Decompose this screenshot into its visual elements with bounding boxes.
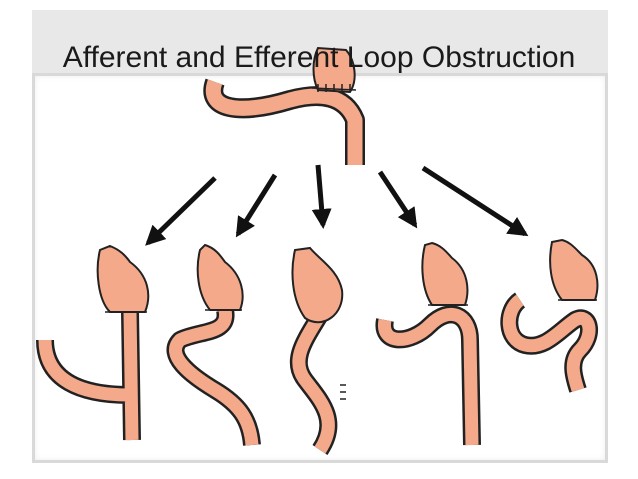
arrow-5	[421, 165, 529, 237]
variant-2	[166, 243, 261, 447]
arrow-1	[145, 176, 217, 246]
page-title: Afferent and Efferent Loop Obstruction	[62, 41, 576, 74]
variant-3	[289, 246, 346, 455]
variant-5	[500, 238, 599, 393]
arrow-4	[377, 170, 418, 229]
variant-4	[375, 241, 481, 446]
arrow-2	[235, 173, 278, 238]
normal-gastrojejunostomy	[203, 46, 365, 165]
arrow-3	[311, 164, 332, 229]
arrows	[145, 164, 529, 246]
variant-1	[36, 244, 150, 441]
